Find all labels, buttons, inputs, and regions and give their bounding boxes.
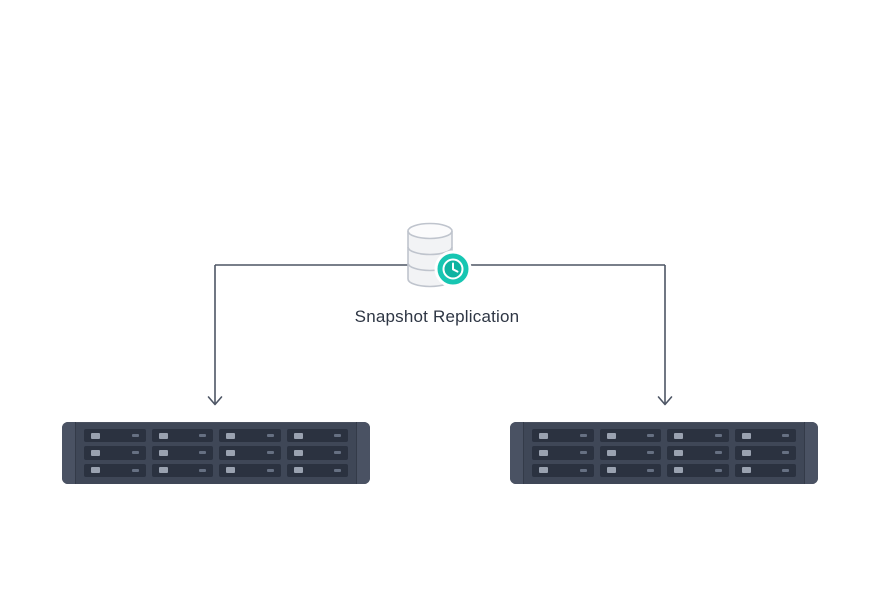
drive-bay bbox=[667, 429, 729, 443]
arrowhead-right bbox=[657, 396, 673, 406]
drive-led bbox=[334, 434, 341, 438]
drive-led bbox=[131, 451, 139, 455]
drive-led bbox=[334, 451, 341, 455]
drive-handle bbox=[606, 449, 616, 456]
drive-led bbox=[266, 468, 274, 472]
drive-bay bbox=[599, 429, 661, 443]
drive-handle bbox=[91, 467, 100, 474]
drive-handle bbox=[539, 449, 548, 456]
diagram-title: Snapshot Replication bbox=[354, 307, 520, 326]
rack-ear-right bbox=[804, 422, 818, 484]
drive-handle bbox=[741, 467, 751, 474]
drive-bay bbox=[151, 446, 213, 460]
drive-bay bbox=[286, 463, 348, 477]
drive-led bbox=[131, 434, 139, 438]
drive-led bbox=[714, 451, 722, 455]
drive-bay bbox=[532, 446, 594, 460]
drive-bay bbox=[286, 446, 348, 460]
drive-bay bbox=[151, 463, 213, 477]
drive-handle bbox=[606, 467, 616, 474]
drive-led bbox=[334, 468, 341, 472]
drive-handle bbox=[158, 467, 168, 474]
drive-bay bbox=[532, 429, 594, 443]
drive-led bbox=[579, 468, 587, 472]
drive-handle bbox=[674, 432, 683, 439]
drive-bay bbox=[84, 463, 146, 477]
rack-ear-right bbox=[356, 422, 370, 484]
drive-led bbox=[199, 451, 206, 455]
rack-ear-left bbox=[510, 422, 524, 484]
drive-bay bbox=[667, 446, 729, 460]
drive-bay bbox=[734, 463, 796, 477]
drive-handle bbox=[293, 432, 303, 439]
drive-handle bbox=[606, 432, 616, 439]
drive-led bbox=[782, 468, 789, 472]
drive-handle bbox=[226, 449, 235, 456]
drive-bay bbox=[219, 446, 281, 460]
nas-server-right bbox=[510, 422, 818, 484]
drive-bay bbox=[599, 446, 661, 460]
drive-bay bbox=[219, 429, 281, 443]
drive-handle bbox=[91, 432, 100, 439]
drive-handle bbox=[674, 449, 683, 456]
nas-server-left bbox=[62, 422, 370, 484]
drive-led bbox=[199, 468, 206, 472]
drive-bay bbox=[667, 463, 729, 477]
drive-bay bbox=[219, 463, 281, 477]
drive-bay bbox=[734, 429, 796, 443]
drive-handle bbox=[158, 432, 168, 439]
drive-handle bbox=[293, 467, 303, 474]
drive-bay bbox=[151, 429, 213, 443]
drive-bay bbox=[286, 429, 348, 443]
drive-bay bbox=[532, 463, 594, 477]
drive-bays-left bbox=[76, 422, 356, 484]
clock-badge-icon bbox=[434, 250, 472, 288]
drive-led bbox=[579, 451, 587, 455]
drive-led bbox=[782, 434, 789, 438]
drive-bay bbox=[84, 446, 146, 460]
drive-handle bbox=[226, 467, 235, 474]
rack-ear-left bbox=[62, 422, 76, 484]
drive-handle bbox=[741, 449, 751, 456]
drive-led bbox=[714, 434, 722, 438]
drive-led bbox=[647, 468, 654, 472]
drive-handle bbox=[674, 467, 683, 474]
drive-bay bbox=[599, 463, 661, 477]
drive-handle bbox=[539, 432, 548, 439]
drive-bays-right bbox=[524, 422, 804, 484]
drive-bay bbox=[734, 446, 796, 460]
snapshot-database-icon bbox=[401, 220, 477, 298]
drive-handle bbox=[226, 432, 235, 439]
drive-led bbox=[199, 434, 206, 438]
drive-handle bbox=[293, 449, 303, 456]
drive-led bbox=[266, 434, 274, 438]
drive-bay bbox=[84, 429, 146, 443]
arrowhead-left bbox=[207, 396, 223, 406]
drive-led bbox=[266, 451, 274, 455]
drive-led bbox=[579, 434, 587, 438]
drive-led bbox=[782, 451, 789, 455]
drive-led bbox=[714, 468, 722, 472]
drive-handle bbox=[539, 467, 548, 474]
drive-led bbox=[647, 451, 654, 455]
drive-handle bbox=[158, 449, 168, 456]
drive-led bbox=[131, 468, 139, 472]
drive-led bbox=[647, 434, 654, 438]
drive-handle bbox=[91, 449, 100, 456]
drive-handle bbox=[741, 432, 751, 439]
